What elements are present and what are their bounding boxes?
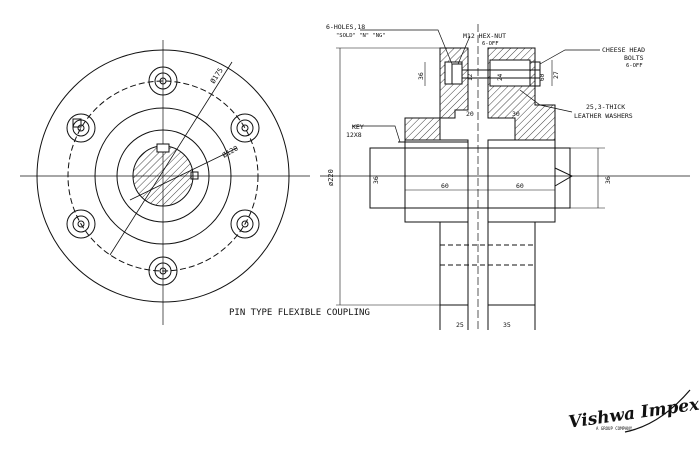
right-hub-body [487,139,556,223]
hex-nut-label: M12 HEX-NUT [463,32,506,40]
section-view [320,24,690,330]
bolt-hole [66,113,96,143]
leader-holes [360,29,453,65]
keyway-mark [190,171,199,180]
shaft-bore-hatched [132,145,194,207]
cheese-qty-label: 6-OFF [626,63,643,69]
shaft-outline [369,147,571,209]
left-flange-lower [439,221,469,306]
dimension-od: ø220 [327,169,335,186]
company-logo: Vishwa Impex A GROUP COMPANY [567,389,700,433]
dimension-36-left: 36 [417,72,425,80]
holes-sublabel: "SOLD" "N" "NG" [336,33,386,39]
dimension-30: 30 [512,110,520,118]
hub-inner-circle [116,129,210,223]
hex-nut [451,63,463,85]
cheese-bolts-label: BOLTS [624,54,644,62]
dimension-35: 35 [503,321,511,329]
drawing-title: PIN TYPE FLEXIBLE COUPLING [229,308,370,318]
leader-cheese [539,49,600,65]
key-label: KEY [352,123,364,131]
dimension-12: 12 [467,73,474,81]
holes-label: 6-HOLES,18 [326,23,365,31]
leader-key [352,125,401,143]
leather-washer-label: LEATHER WASHERS [574,112,633,120]
bolt-hole [230,113,260,143]
dimension-24: 24 [497,73,504,81]
left-bolt-pocket [444,61,463,85]
shaft-end-chamfer [554,167,574,187]
front-view [20,40,310,325]
dimension-60-left: 60 [441,182,449,190]
bolt-hole [66,209,96,239]
right-flange-lower [487,221,536,306]
bolt-hole [148,256,178,286]
outer-flange-circle [36,49,290,303]
dimension-60-vertical: 60 [539,73,546,81]
key-size-label: 12X8 [346,131,362,139]
bolt-hole [230,209,260,239]
right-bolt-pocket [489,59,531,87]
left-hub-body [404,139,469,223]
logo-swash [624,389,691,433]
bolt-pitch-circle [67,80,259,272]
logo-tagline: A GROUP COMPANY [596,426,633,431]
cheese-head-bolt [529,61,541,87]
keyway-mark [72,118,82,128]
dimension-27: 27 [552,71,560,79]
dimension-25: 25 [456,321,464,329]
hub-outer-circle [94,107,232,245]
dimension-d175: Ø175 [209,67,225,85]
dimension-20: 20 [466,110,474,118]
dimension-60-right: 60 [516,182,524,190]
leader-washer [519,89,573,113]
keyway [156,143,170,153]
dimension-leader-175 [109,61,233,256]
cheese-head-label: CHEESE HEAD [602,46,645,54]
bolt-hole [148,66,178,96]
dimension-bore-left: 36 [372,176,380,184]
dimension-bore-right: 36 [604,176,612,184]
dimension-leader-120 [129,147,238,201]
dimension-d120: Ø120 [221,144,240,159]
leader-hexnut [457,35,471,65]
washer-label: 25,3-THICK [586,103,625,111]
hex-nut-qty: 6-OFF [482,41,499,47]
